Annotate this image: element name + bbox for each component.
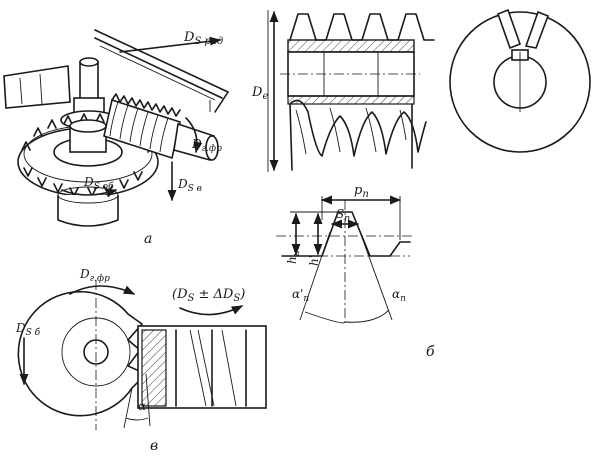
hob-rotation-arrow	[185, 117, 203, 154]
tool-rotation-arrow-c	[69, 285, 136, 295]
label-angle-left: α'n	[292, 287, 309, 304]
label-angle-c: α	[138, 399, 146, 413]
label-thickness: Sn	[336, 207, 350, 224]
label-height-part: h'	[307, 255, 321, 266]
panel-a: DS рад Dг.фр DS в DS об а	[3, 29, 229, 247]
label-height-total: hи	[285, 250, 302, 264]
panel-c: Dг.фр DS б (DS ± ΔDS) α в	[15, 267, 267, 454]
label-rotation-tool-a: Dг.фр	[191, 137, 222, 154]
label-diameter: Dе	[251, 85, 268, 102]
gear-blank-wheel	[17, 113, 159, 227]
label-pitch: pn	[354, 183, 369, 200]
panel-c-label: в	[150, 438, 158, 454]
hob-side-view	[280, 13, 435, 171]
axial-feed-swoosh	[179, 305, 244, 316]
hob-end-view	[449, 8, 591, 153]
label-rotation-tool-c: Dг.фр	[79, 267, 110, 284]
blank-rotation-arrow	[61, 188, 118, 198]
label-axial-feed: (DS ± ΔDS)	[172, 287, 245, 304]
machine-guideway	[94, 29, 229, 113]
tailstock	[3, 65, 71, 109]
hob-block	[137, 325, 267, 409]
label-rotation-blank-c: DS б	[15, 321, 41, 338]
panel-a-label: а	[144, 231, 152, 247]
tooth-profile: pn Sn hи h' α'n αn	[276, 183, 412, 324]
label-angle-right: αn	[392, 287, 406, 304]
label-feed-vertical: DS в	[177, 177, 202, 194]
gear-blank-disk	[17, 280, 148, 430]
label-feed-radial: DS рад	[183, 30, 223, 47]
radial-feed-arrow	[119, 36, 222, 53]
panel-b: Dе	[251, 8, 591, 360]
panel-b-label: б	[426, 344, 435, 360]
label-rotation-blank-a: DS об	[83, 175, 114, 192]
